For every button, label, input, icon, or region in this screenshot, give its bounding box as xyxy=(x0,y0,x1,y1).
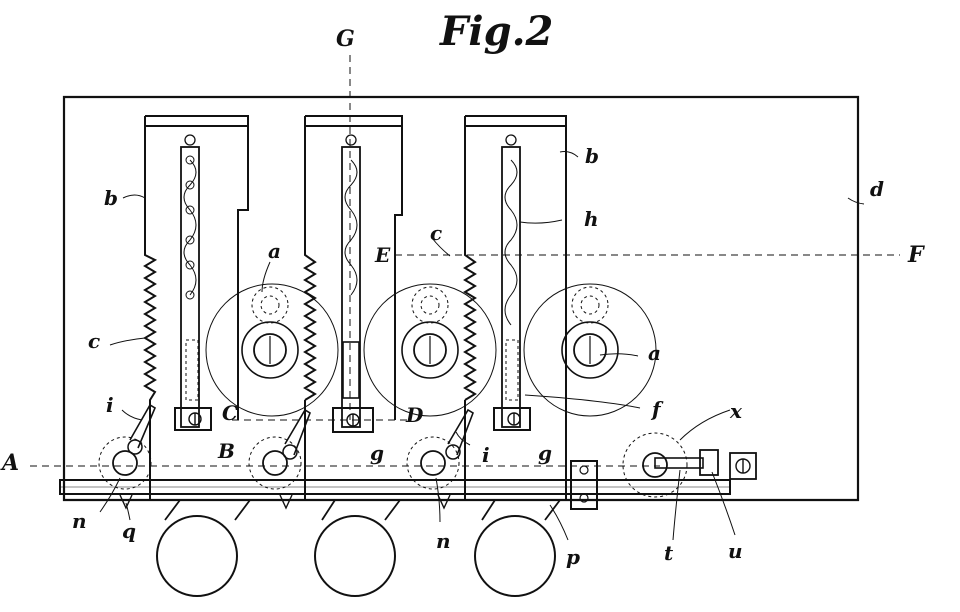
roller-left xyxy=(156,499,251,597)
label-g-right: g xyxy=(538,441,552,465)
label-G: G xyxy=(336,26,355,52)
label-A: A xyxy=(0,450,19,476)
label-g-mid: g xyxy=(370,441,384,465)
leader-lines xyxy=(99,151,865,541)
label-h: h xyxy=(584,207,599,231)
label-B: B xyxy=(217,439,235,463)
label-n-left: n xyxy=(72,509,87,533)
figure-title: Fig.2 xyxy=(439,8,553,55)
label-i-right: i xyxy=(482,443,490,467)
label-p: p xyxy=(566,545,580,569)
label-t: t xyxy=(664,541,674,565)
gear-wheel-1 xyxy=(205,283,339,417)
shaft xyxy=(59,479,731,495)
roller-mid xyxy=(314,499,401,597)
label-n-mid: n xyxy=(436,529,451,553)
label-q: q xyxy=(122,519,136,543)
slider-2 xyxy=(303,115,403,500)
label-a-top: a xyxy=(268,239,281,263)
label-c-left: c xyxy=(88,329,100,353)
roller-right xyxy=(474,499,561,597)
label-c-mid: c xyxy=(430,221,442,245)
label-D: D xyxy=(405,403,424,427)
label-F: F xyxy=(907,242,925,268)
label-x: x xyxy=(729,399,743,423)
label-a-right: a xyxy=(648,341,661,365)
bearing-block xyxy=(570,460,598,510)
gear-wheel-3 xyxy=(523,283,657,417)
gear-wheel-2 xyxy=(363,283,497,417)
label-f: f xyxy=(650,397,664,421)
crank-right xyxy=(622,432,757,498)
label-i-left: i xyxy=(106,393,114,417)
label-C: C xyxy=(222,401,238,425)
pawl-mid xyxy=(248,408,311,510)
label-u: u xyxy=(728,539,743,563)
pawl-right xyxy=(406,408,474,510)
label-b-left: b xyxy=(104,186,118,210)
label-b-right: b xyxy=(585,144,599,168)
label-d: d xyxy=(870,177,884,201)
pawl-left xyxy=(98,403,157,510)
label-E: E xyxy=(374,243,391,267)
base-plate xyxy=(62,95,860,502)
